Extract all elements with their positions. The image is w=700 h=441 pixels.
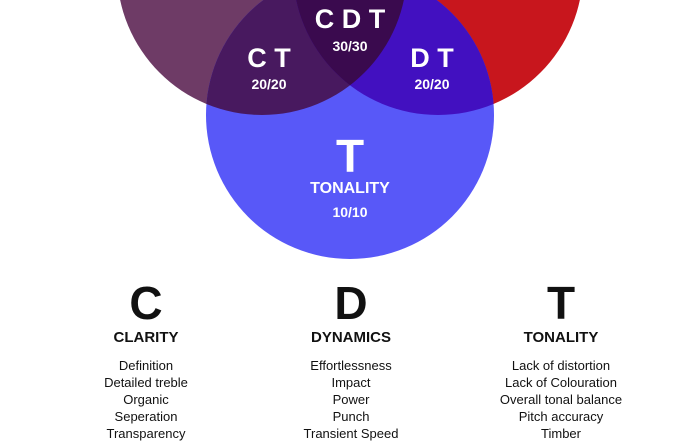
t-score: 10/10: [332, 204, 367, 220]
list-item: Effortlessness: [310, 358, 392, 373]
cdt-score: 30/30: [332, 38, 367, 54]
ct-score: 20/20: [251, 76, 286, 92]
column-dynamics: D DYNAMICS Effortlessness Impact Power P…: [304, 277, 399, 441]
list-item: Power: [333, 392, 371, 407]
column-clarity: C CLARITY Definition Detailed treble Org…: [104, 277, 188, 441]
cdt-label: C D T: [315, 4, 386, 34]
column-letter: T: [547, 277, 575, 329]
column-tonality: T TONALITY Lack of distortion Lack of Co…: [500, 277, 622, 441]
t-name: TONALITY: [310, 180, 390, 197]
list-item: Lack of Colouration: [505, 375, 617, 390]
list-item: Detailed treble: [104, 375, 188, 390]
list-item: Lack of distortion: [512, 358, 610, 373]
t-letter: T: [336, 130, 364, 182]
list-item: Punch: [333, 409, 370, 424]
ct-label: C T: [247, 43, 291, 73]
column-letter: C: [129, 277, 162, 329]
list-item: Transparency: [107, 426, 186, 441]
column-title: TONALITY: [524, 329, 599, 346]
column-title: DYNAMICS: [311, 329, 391, 346]
list-item: Seperation: [115, 409, 178, 424]
list-item: Pitch accuracy: [519, 409, 604, 424]
list-item: Timber: [541, 426, 582, 441]
list-item: Transient Speed: [304, 426, 399, 441]
cd-region: [293, 0, 407, 115]
column-title: CLARITY: [114, 329, 179, 346]
column-letter: D: [334, 277, 367, 329]
list-item: Definition: [119, 358, 173, 373]
list-item: Overall tonal balance: [500, 392, 622, 407]
list-item: Impact: [331, 375, 370, 390]
list-item: Organic: [123, 392, 169, 407]
dt-label: D T: [410, 43, 454, 73]
dt-score: 20/20: [414, 76, 449, 92]
